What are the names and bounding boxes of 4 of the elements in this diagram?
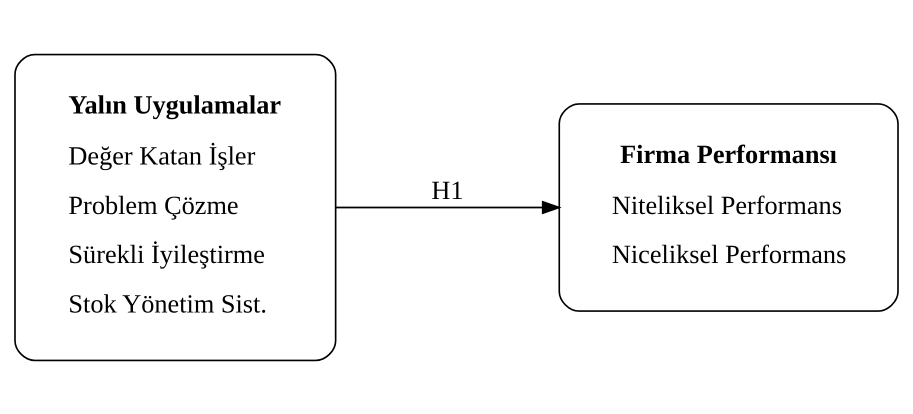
- node-box: Yalın Uygulamalar Değer Katan İşler Problem Çözme Sürekli İyileştirme Stok Yönetim Sist.: [14, 53, 336, 361]
- node-box: Firma Performansı Niteliksel Performans Niceliksel Performans: [558, 102, 899, 312]
- arrow: [336, 200, 562, 214]
- edge-label: H1: [431, 175, 464, 204]
